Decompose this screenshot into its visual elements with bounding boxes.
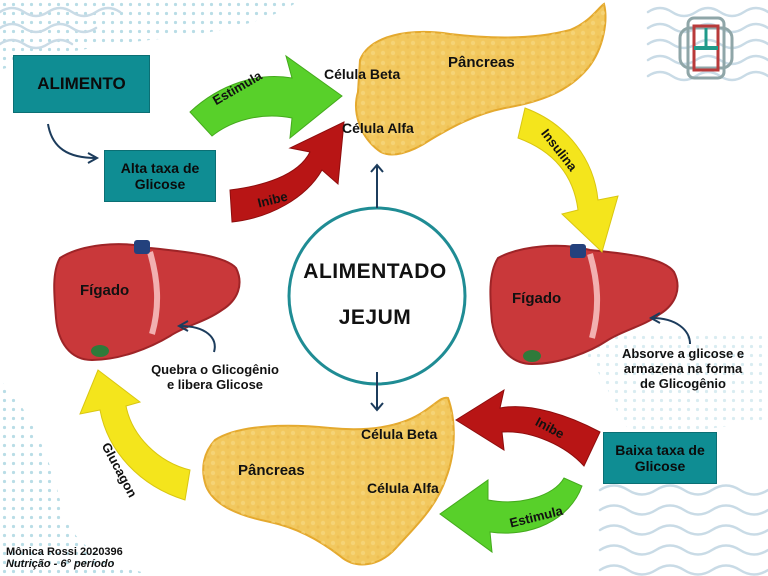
liver-right-caption-line3: de Glicogênio	[640, 376, 726, 391]
liver-left-caption-line1: Quebra o Glicogênio	[151, 362, 279, 377]
figado-left-label: Fígado	[80, 282, 130, 299]
alimento-label: ALIMENTO	[37, 74, 126, 93]
liver-left-caption: Quebra o Glicogênio e libera Glicose	[140, 362, 290, 392]
pointer-liver-right-icon	[648, 312, 691, 345]
insulina-arrow	[517, 107, 619, 253]
logo-icon	[678, 16, 734, 80]
pointer-liver-left-icon	[176, 320, 216, 353]
glucagon-arrow	[79, 369, 191, 501]
jejum-label: JEJUM	[338, 306, 412, 329]
center-up-arrow-icon	[370, 163, 384, 208]
footer-course: Nutrição - 6° período	[6, 558, 115, 570]
liver-left-organ	[53, 240, 241, 362]
baixa-glicose-box: Baixa taxa de Glicose	[603, 432, 717, 484]
pancreas-top-label: Pâncreas	[448, 54, 515, 71]
inibe-bottom-arrow	[455, 388, 601, 467]
liver-right-caption-line2: armazena na forma	[623, 361, 743, 376]
celula-alfa-top-label: Célula Alfa	[342, 120, 414, 136]
celula-alfa-bottom-label: Célula Alfa	[367, 480, 439, 496]
estimula-bottom-arrow	[439, 477, 583, 554]
alimento-box: ALIMENTO	[13, 55, 150, 113]
celula-beta-bottom-label: Célula Beta	[361, 426, 438, 442]
alta-glicose-box: Alta taxa de Glicose	[104, 150, 216, 202]
liver-left-caption-line2: e libera Glicose	[166, 377, 264, 392]
baixa-glicose-label: Baixa taxa de Glicose	[615, 442, 705, 474]
footer-credits: Mônica Rossi 2020396 Nutrição - 6° perío…	[6, 546, 123, 570]
center-circle	[287, 206, 467, 386]
pancreas-bottom-label: Pâncreas	[238, 462, 305, 479]
center-down-arrow-icon	[370, 372, 384, 412]
celula-beta-top-label: Célula Beta	[324, 66, 401, 82]
estimula-top-arrow	[189, 54, 343, 140]
footer-author: Mônica Rossi 2020396	[6, 546, 123, 558]
figado-right-label: Fígado	[512, 290, 562, 307]
alimentado-label: ALIMENTADO	[303, 260, 447, 283]
pointer-alimento-icon	[47, 123, 100, 164]
alta-glicose-label: Alta taxa de Glicose	[120, 160, 200, 192]
liver-right-caption-line1: Absorve a glicose e	[621, 346, 745, 361]
liver-right-organ	[489, 244, 679, 366]
inibe-top-arrow	[229, 121, 345, 223]
liver-right-caption: Absorve a glicose e armazena na forma de…	[604, 346, 762, 391]
